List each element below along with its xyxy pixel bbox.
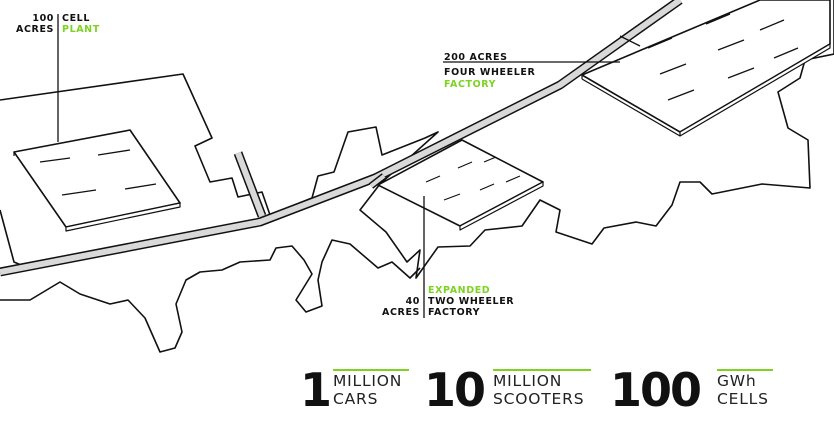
- two-wheeler-number: 40: [405, 296, 420, 307]
- cell-plant-number: 100: [32, 13, 54, 24]
- two-wheeler-name: EXPANDED TWO WHEELER FACTORY: [428, 285, 514, 318]
- stat-cars-value: 1: [300, 363, 332, 417]
- stat-scooters-value: 10: [424, 363, 486, 417]
- stat-cells: 100 GWh CELLS: [610, 366, 786, 414]
- four-wheeler-line3: FACTORY: [444, 79, 497, 90]
- cell-plant-block: [13, 129, 181, 232]
- site-boundary: [0, 0, 834, 279]
- two-wheeler-line2: TWO WHEELER: [428, 296, 515, 307]
- road-spur: [619, 35, 641, 47]
- stat-cars: 1 MILLION CARS: [300, 366, 420, 414]
- access-road-fill: [369, 174, 386, 188]
- two-wheeler-block: [377, 139, 544, 231]
- stat-scooters-line1: MILLION: [493, 372, 563, 390]
- main-road-fill: [0, 0, 682, 275]
- stat-cells-line1: GWh: [717, 372, 757, 390]
- cell-plant-line1: CELL: [62, 13, 90, 24]
- four-wheeler-line2: FOUR WHEELER: [444, 67, 536, 78]
- inner-boundary: [0, 209, 29, 269]
- cell-plant-size: 100 ACRES: [10, 13, 54, 35]
- four-wheeler-line1: 200 ACRES: [444, 52, 508, 63]
- four-wheeler-label: 200 ACRES FOUR WHEELER FACTORY: [444, 52, 535, 91]
- stat-cars-line1: MILLION: [333, 372, 403, 390]
- stat-cars-unit: MILLION CARS: [333, 372, 402, 408]
- stat-cells-value: 100: [610, 363, 702, 417]
- two-wheeler-line1: EXPANDED: [428, 285, 491, 296]
- cell-plant-name: CELL PLANT: [62, 13, 100, 35]
- branch-road-fill: [235, 151, 265, 218]
- two-wheeler-size: 40 ACRES: [372, 296, 420, 318]
- stat-scooters: 10 MILLION SCOOTERS: [424, 366, 600, 414]
- cell-plant-unit: ACRES: [16, 24, 54, 35]
- stat-cells-accent-bar: [717, 369, 773, 371]
- stat-scooters-line2: SCOOTERS: [493, 390, 585, 408]
- stat-scooters-unit: MILLION SCOOTERS: [493, 372, 584, 408]
- coast-line: [0, 239, 421, 353]
- stat-cars-line2: CARS: [333, 390, 379, 408]
- stat-cells-line2: CELLS: [717, 390, 769, 408]
- stat-scooters-accent-bar: [493, 369, 591, 371]
- four-wheeler-block: [581, 0, 831, 137]
- two-wheeler-line3: FACTORY: [428, 307, 481, 318]
- stat-cells-unit: GWh CELLS: [717, 372, 769, 408]
- cell-plant-line2: PLANT: [62, 24, 100, 35]
- two-wheeler-unit: ACRES: [382, 307, 420, 318]
- stat-cars-accent-bar: [333, 369, 409, 371]
